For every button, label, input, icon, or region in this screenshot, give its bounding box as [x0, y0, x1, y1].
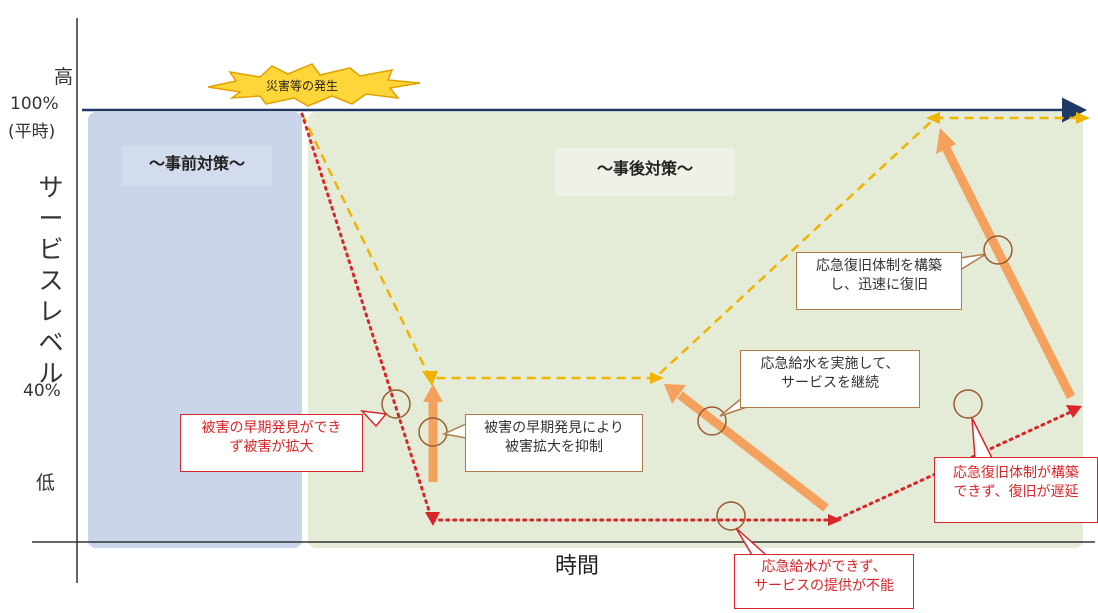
- y-low-label: 低: [36, 472, 56, 494]
- marker-circle-early-fail: [381, 389, 411, 419]
- callout-line: 応急復旧体制が構築: [953, 465, 1079, 481]
- tail-early-fail: [360, 409, 388, 428]
- callout-early-detection-success: 被害の早期発見により 被害拡大を抑制: [465, 414, 643, 472]
- orange-arrow-recover: [936, 128, 1076, 400]
- callout-recovery-fail: 応急復旧体制が構築 できず、復旧が遅延: [934, 457, 1098, 523]
- y-40-label: 40%: [23, 381, 61, 401]
- yellow-arrowhead-4: [1076, 112, 1090, 124]
- service-level-char: ビ: [38, 235, 64, 264]
- callout-water-supply-fail: 応急給水ができず、 サービスの提供が不能: [734, 554, 914, 609]
- marker-circle-recovery-success: [983, 235, 1013, 265]
- y-high-label: 高: [54, 66, 74, 88]
- y-normal-label: (平時): [8, 122, 56, 142]
- marker-circle-water-fail: [716, 501, 746, 531]
- pre-measures-title: ～事前対策～: [122, 146, 272, 186]
- service-level-char: ベ: [38, 328, 64, 357]
- y-service-level-label: サービスレベル: [36, 172, 66, 389]
- callout-recovery-success: 応急復旧体制を構築 し、迅速に復旧: [796, 252, 962, 310]
- yellow-arrowhead-1: [422, 371, 438, 386]
- callout-line: 被害の早期発見ができ: [201, 420, 342, 436]
- x-axis-label: 時間: [555, 554, 600, 579]
- callout-line: 被害拡大を抑制: [505, 439, 603, 455]
- callout-line: 応急給水を実施して、: [760, 356, 900, 372]
- red-arrowhead-1: [425, 512, 440, 526]
- marker-circle-water-success: [697, 406, 727, 436]
- orange-arrow-continue: [664, 384, 829, 512]
- callout-line: サービスを継続: [781, 375, 879, 391]
- callout-water-supply-success: 応急給水を実施して、 サービスを継続: [740, 350, 920, 408]
- marker-circle-recovery-fail: [953, 389, 983, 419]
- red-arrowhead-2: [828, 514, 842, 526]
- callout-line: 被害の早期発見により: [484, 420, 624, 436]
- callout-line: ず被害が拡大: [229, 439, 314, 455]
- disaster-burst-icon: [207, 63, 421, 107]
- service-level-char: ー: [38, 204, 64, 233]
- callout-line: 応急給水ができず、: [761, 559, 887, 575]
- service-level-char: レ: [38, 297, 64, 326]
- service-level-char: ス: [38, 266, 64, 295]
- service-level-char: ル: [38, 359, 64, 388]
- red-arrowhead-3: [1066, 405, 1082, 418]
- yellow-arrowhead-3: [926, 112, 940, 124]
- yellow-arrowhead-2: [650, 372, 664, 384]
- callout-line: し、迅速に復旧: [830, 277, 928, 293]
- post-measures-title: ～事後対策～: [555, 148, 735, 196]
- callout-line: 応急復旧体制を構築: [816, 258, 942, 274]
- service-level-char: サ: [38, 173, 64, 202]
- callout-line: できず、復旧が遅延: [953, 484, 1079, 500]
- callout-line: サービスの提供が不能: [754, 578, 894, 594]
- disaster-label: 災害等の発生: [266, 79, 339, 93]
- orange-arrow-suppress: [423, 384, 443, 482]
- y-100-label: 100%: [10, 94, 59, 114]
- callout-early-detection-fail: 被害の早期発見ができ ず被害が拡大: [180, 414, 363, 472]
